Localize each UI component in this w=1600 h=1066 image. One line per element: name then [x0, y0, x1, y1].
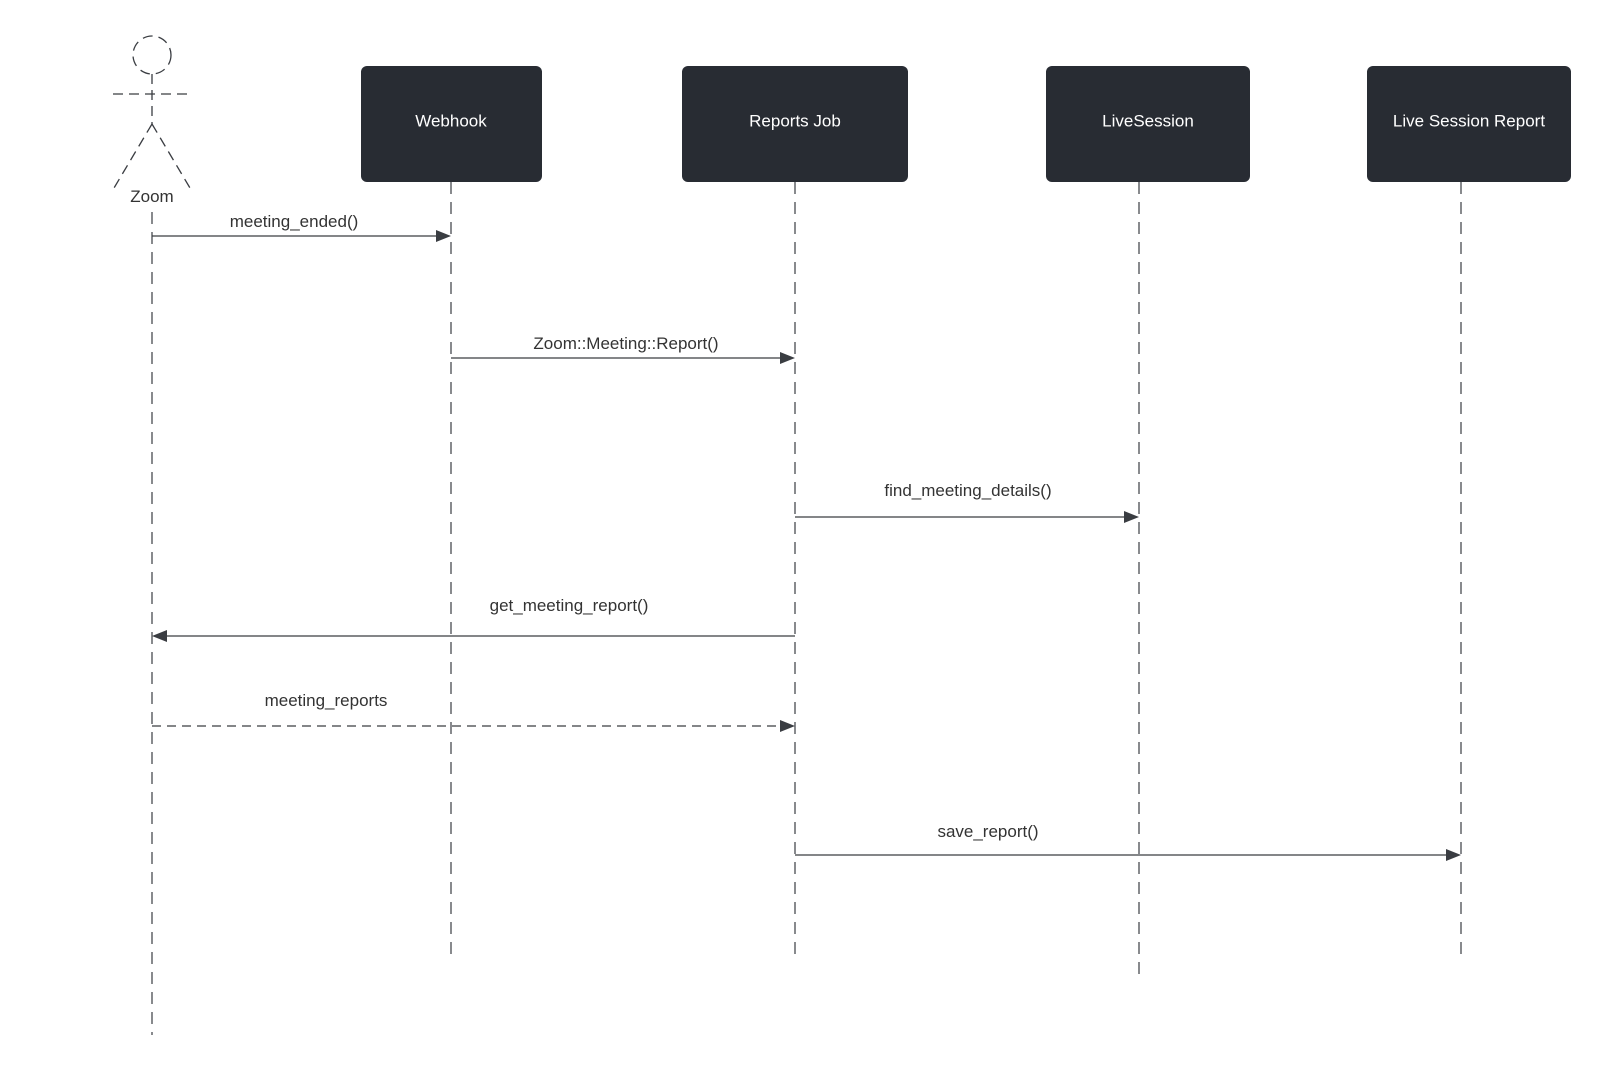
participant-webhook[interactable]: Webhook — [361, 66, 542, 182]
message-zoom-meeting-report[interactable]: Zoom::Meeting::Report() — [451, 334, 795, 364]
message-label: find_meeting_details() — [884, 481, 1051, 500]
participant-label: LiveSession — [1102, 111, 1194, 130]
arrow-right-icon — [1446, 849, 1461, 861]
message-get-meeting-report[interactable]: get_meeting_report() — [152, 596, 795, 642]
arrow-right-icon — [436, 230, 451, 242]
message-label: meeting_ended() — [230, 212, 359, 231]
actor-zoom[interactable]: Zoom — [113, 35, 191, 206]
arrow-right-icon — [780, 352, 795, 364]
message-label: Zoom::Meeting::Report() — [533, 334, 718, 353]
participant-label: Live Session Report — [1393, 111, 1545, 130]
message-label: save_report() — [937, 822, 1038, 841]
actor-label: Zoom — [130, 187, 173, 206]
participant-label: Reports Job — [749, 111, 841, 130]
message-save-report[interactable]: save_report() — [795, 822, 1461, 861]
participant-reports-job[interactable]: Reports Job — [682, 66, 908, 182]
participant-live-session-report[interactable]: Live Session Report — [1367, 66, 1571, 182]
message-find-meeting-details[interactable]: find_meeting_details() — [795, 481, 1139, 523]
message-label: get_meeting_report() — [490, 596, 649, 615]
message-meeting-ended[interactable]: meeting_ended() — [152, 212, 451, 242]
arrow-right-icon — [780, 720, 795, 732]
stick-figure-icon — [113, 35, 191, 189]
message-meeting-reports[interactable]: meeting_reports — [152, 691, 795, 732]
arrow-right-icon — [1124, 511, 1139, 523]
message-label: meeting_reports — [265, 691, 388, 710]
arrow-left-icon — [152, 630, 167, 642]
participant-label: Webhook — [415, 111, 487, 130]
participant-live-session[interactable]: LiveSession — [1046, 66, 1250, 182]
